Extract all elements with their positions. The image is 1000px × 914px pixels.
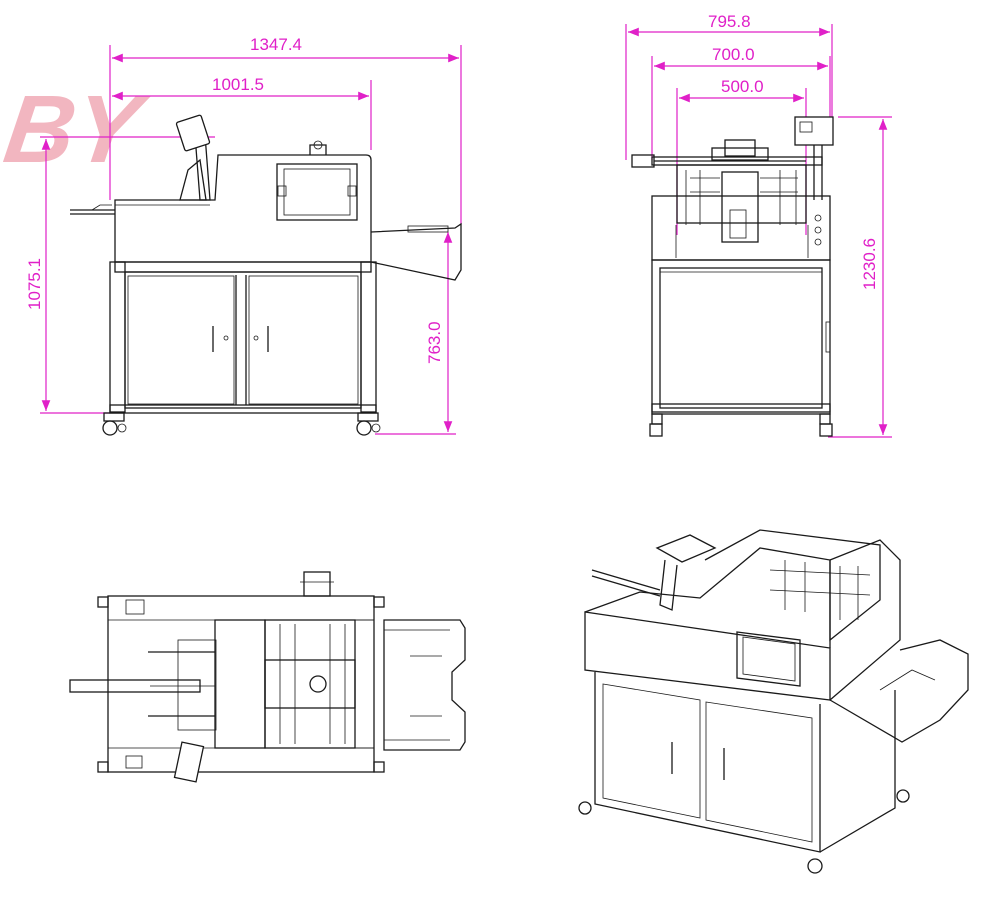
side-view: 1347.4 1001.5 1075.1 763.0 <box>25 35 462 436</box>
dim-total-height: 1230.6 <box>860 238 879 290</box>
dim-table-height: 763.0 <box>425 321 444 364</box>
isometric-view <box>578 529 969 874</box>
dim-frame-width: 700.0 <box>712 45 755 64</box>
dim-overall-height: 1075.1 <box>25 258 44 310</box>
dim-overall-length: 1347.4 <box>250 35 302 54</box>
front-view: 795.8 700.0 500.0 1230.6 <box>625 12 892 438</box>
dim-body-length: 1001.5 <box>212 75 264 94</box>
brand-logo: BY <box>0 76 154 182</box>
dim-overall-width: 795.8 <box>708 12 751 31</box>
top-view <box>69 571 466 783</box>
dim-feed-width: 500.0 <box>721 77 764 96</box>
